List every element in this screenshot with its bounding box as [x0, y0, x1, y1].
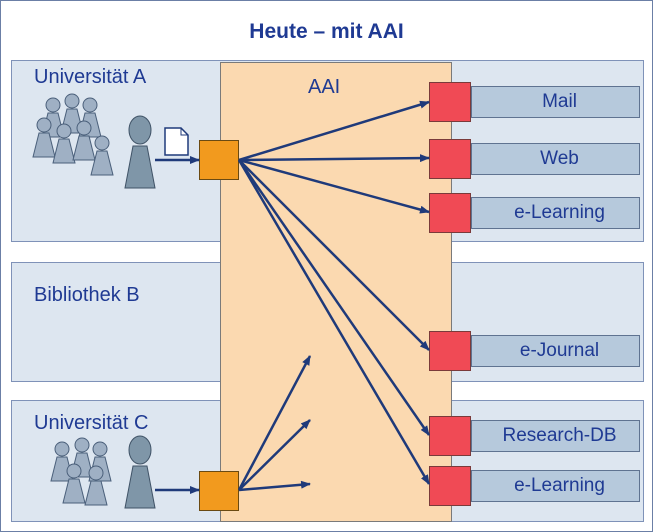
user-icon-c: [124, 435, 156, 509]
arrows: [155, 100, 431, 494]
user-group-icon-c: [50, 437, 112, 506]
service-port-ejournal: [429, 331, 471, 371]
service-port-elearning-c: [429, 466, 471, 506]
label-bibliothek-b: Bibliothek B: [34, 284, 140, 306]
service-elearning-c: e-Learning: [471, 470, 640, 502]
user-icon-a: [124, 115, 156, 189]
service-port-elearning-a: [429, 193, 471, 233]
document-icon: [164, 127, 189, 156]
arrow-to-research-db: [237, 159, 431, 436]
arrow-c-right: [238, 480, 311, 492]
service-mail: Mail: [471, 86, 640, 118]
label-universitaet-c: Universität C: [34, 412, 149, 434]
arrow-to-ejournal: [238, 159, 430, 351]
service-elearning-a: e-Learning: [471, 197, 640, 229]
arrow-to-web: [238, 154, 430, 163]
aai-column: [220, 62, 452, 522]
arrow-c-up-2: [238, 419, 311, 491]
arrow-c-up-1: [237, 355, 312, 491]
service-web: Web: [471, 143, 640, 175]
arrow-to-mail: [238, 100, 430, 162]
arrow-to-elearning-a: [238, 158, 430, 214]
service-port-research-db: [429, 416, 471, 456]
service-port-mail: [429, 82, 471, 122]
aai-label: AAI: [308, 76, 341, 98]
service-research-db: Research-DB: [471, 420, 640, 452]
diagram-title: Heute – mit AAI: [249, 20, 404, 43]
user-group-icon-a: [32, 93, 114, 176]
label-universitaet-a: Universität A: [34, 66, 147, 88]
arrow-to-elearning-c: [237, 159, 431, 485]
service-ejournal: e-Journal: [471, 335, 640, 367]
